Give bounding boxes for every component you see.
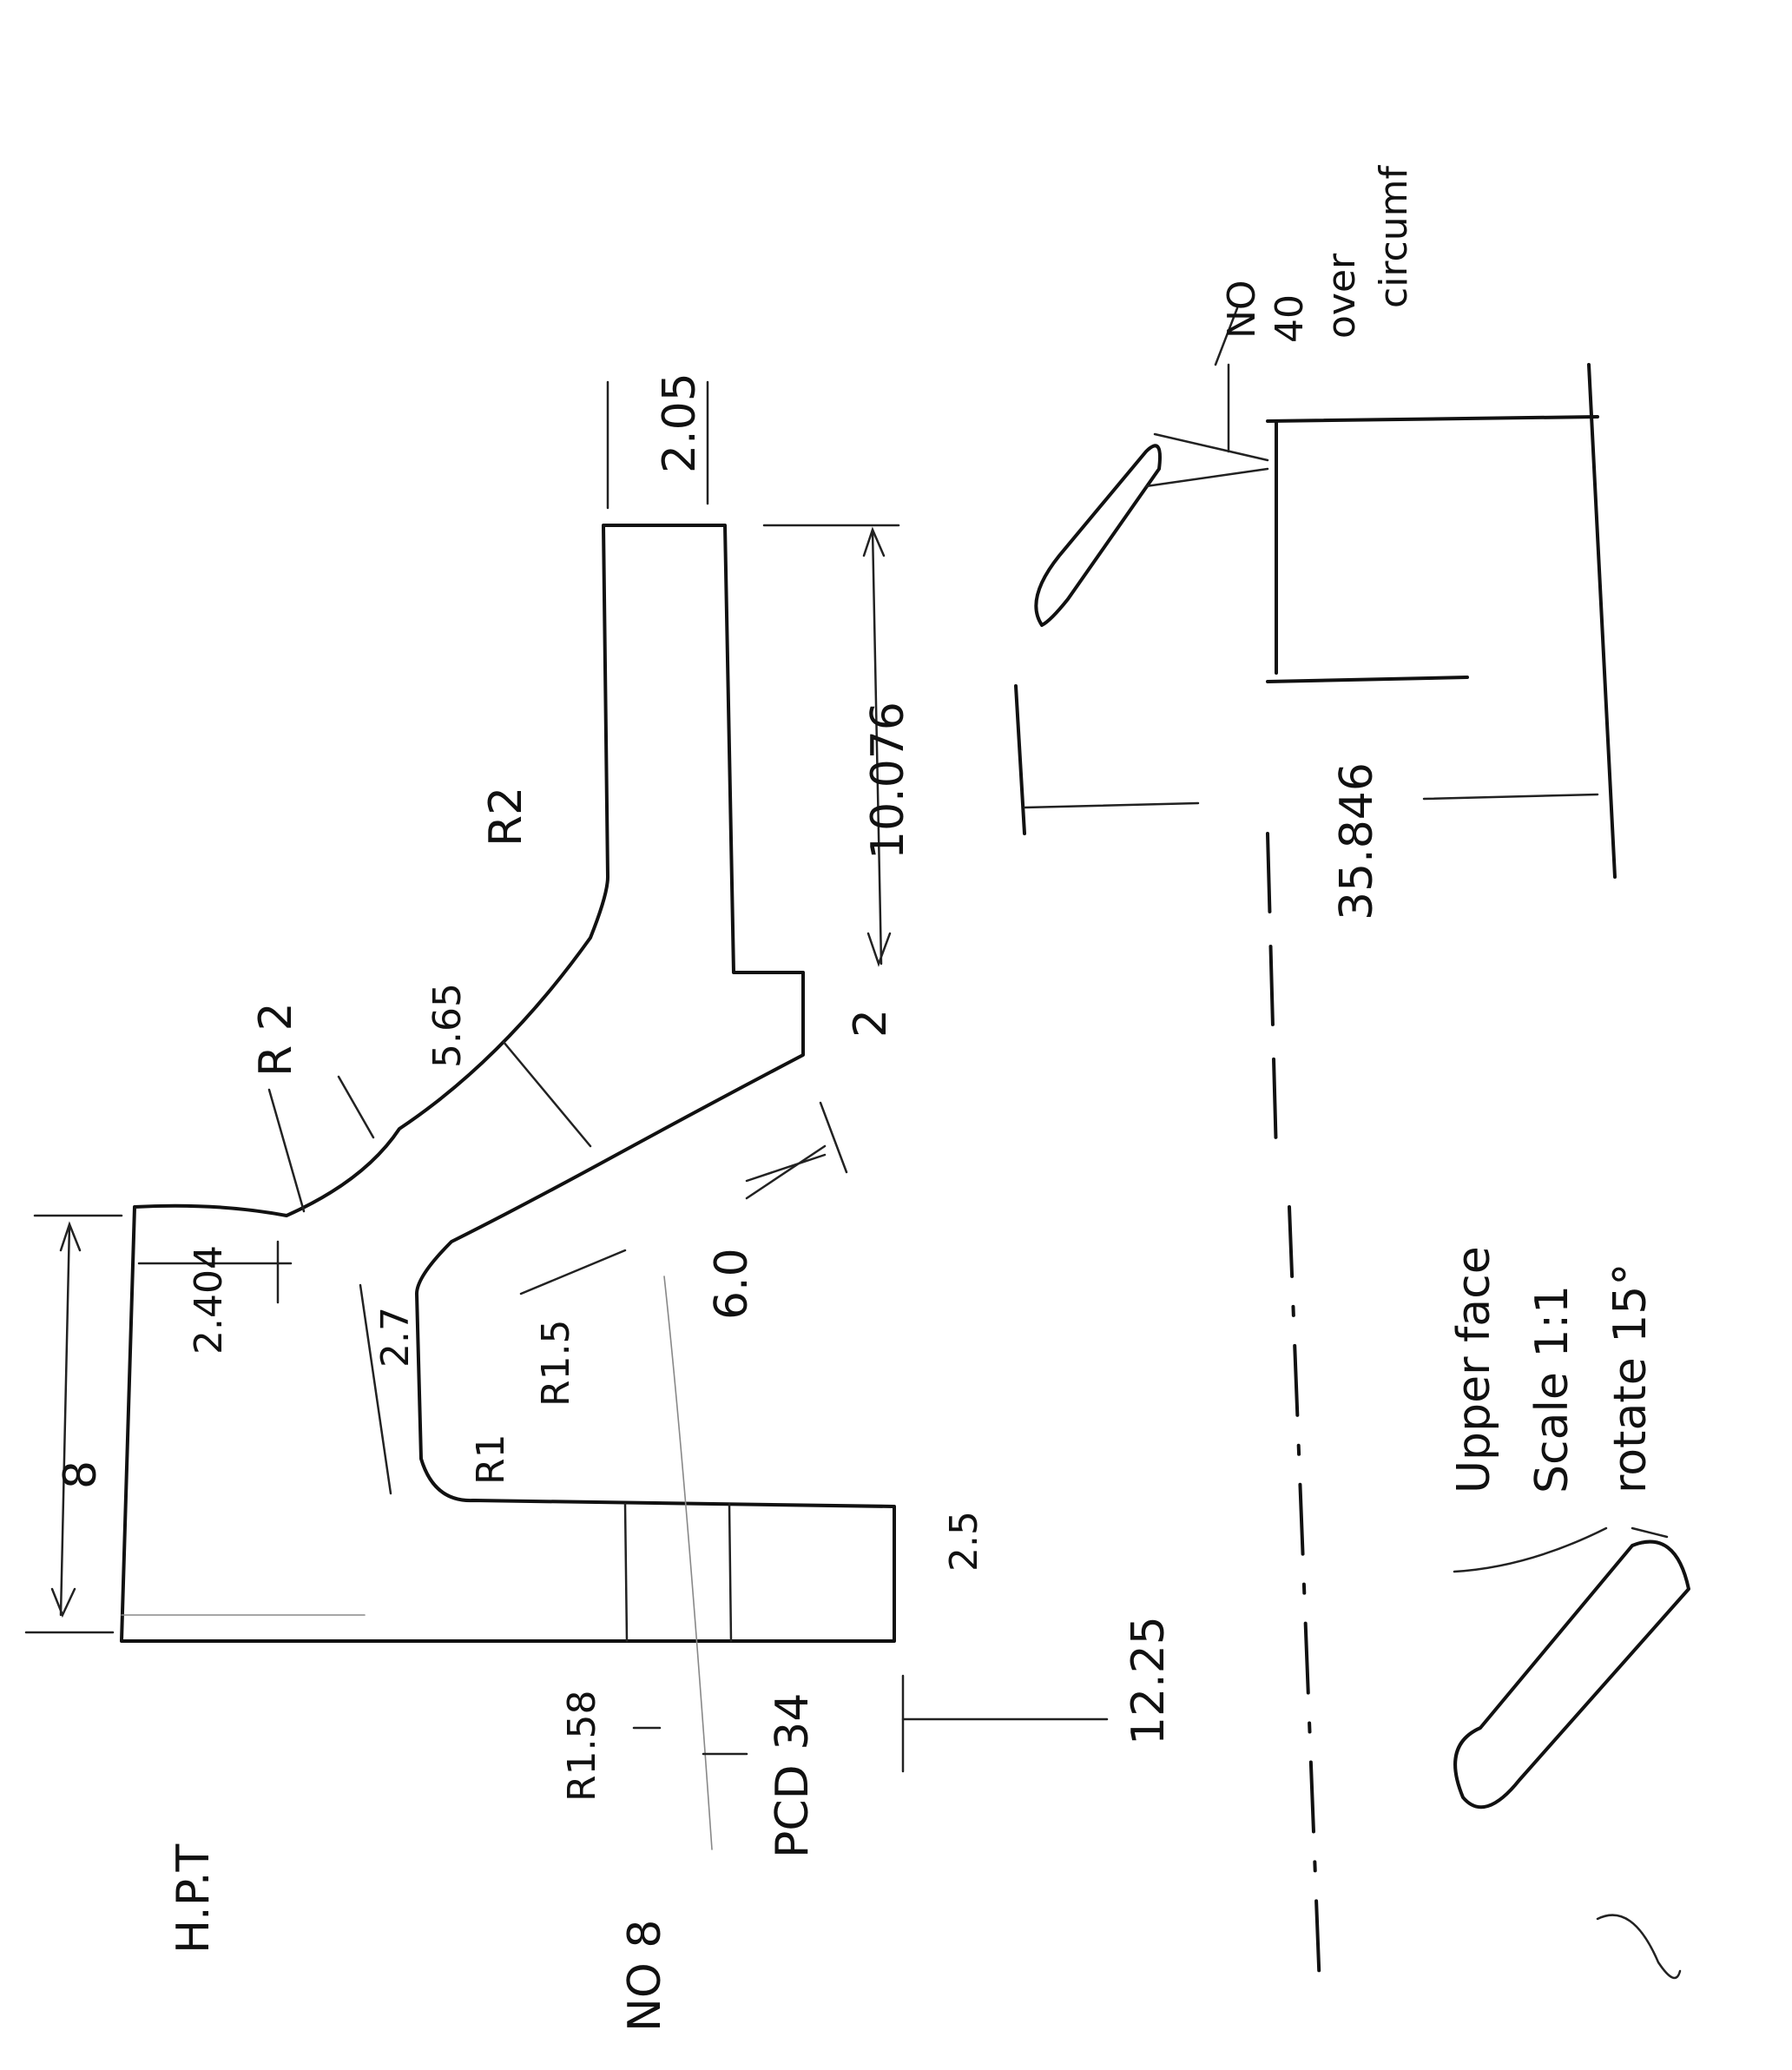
centre-line xyxy=(1266,832,1321,1990)
dim-2-step: 2 xyxy=(845,1009,897,1038)
blade-note-line1: NO xyxy=(1220,280,1264,339)
blade-note-line2: 40 xyxy=(1268,294,1312,343)
dim-35846: 35.846 xyxy=(1331,762,1383,920)
dim-565: 5.65 xyxy=(425,983,470,1068)
blade-section-view xyxy=(1014,307,1617,879)
view-note-line1: Upper face xyxy=(1448,1246,1500,1493)
dim-25: 2.5 xyxy=(942,1511,986,1572)
dim-205: 2.05 xyxy=(654,372,706,473)
view-note-line3: rotate 15° xyxy=(1604,1263,1657,1493)
blade-note-line4: circumf xyxy=(1372,165,1416,308)
dim-r2-upper: R 2 xyxy=(250,1002,302,1077)
view-note-line2: Scale 1:1 xyxy=(1526,1285,1578,1493)
quantity-label: NO 8 xyxy=(619,1920,671,2032)
dim-pcd: PCD 34 xyxy=(767,1693,819,1858)
dim-r1: R1 xyxy=(469,1434,513,1485)
main-profile-outline xyxy=(120,524,896,1850)
blade-note-line3: over xyxy=(1320,253,1364,339)
upper-face-blade xyxy=(1453,1526,1690,1980)
dim-27: 2.7 xyxy=(373,1307,418,1368)
dim-1225: 12.25 xyxy=(1123,1616,1175,1745)
dim-8: 8 xyxy=(55,1460,107,1489)
dimension-lines xyxy=(24,380,1109,1773)
dim-r158: R1.58 xyxy=(560,1690,604,1802)
title-label: H.P.T xyxy=(168,1843,220,1954)
dim-10076: 10.076 xyxy=(862,702,914,860)
dim-2404: 2.404 xyxy=(187,1245,231,1355)
dim-r15: R1.5 xyxy=(534,1319,578,1407)
dim-60: 6.0 xyxy=(706,1248,758,1320)
dim-r2-lower: R2 xyxy=(480,787,532,847)
